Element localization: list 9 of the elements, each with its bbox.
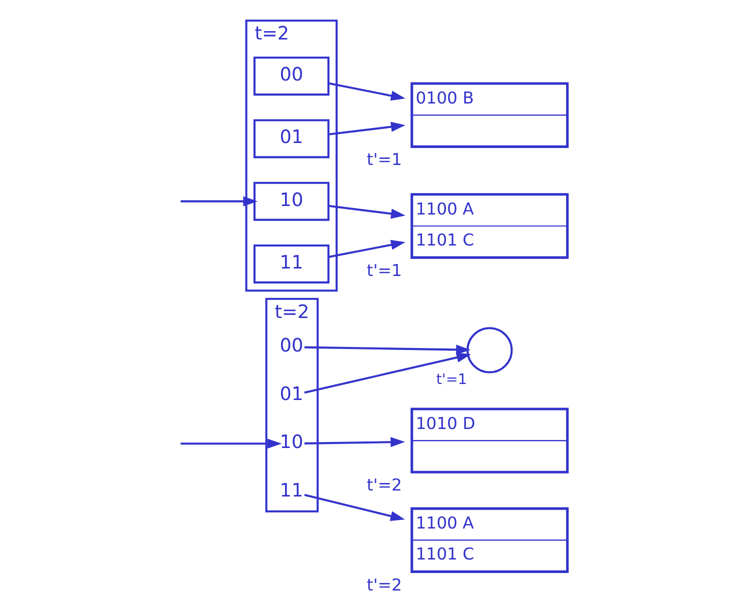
node-label: t'=1	[366, 261, 402, 280]
node-label: t'=1	[436, 372, 468, 388]
node-text: 01	[280, 384, 304, 405]
node-text: 10	[280, 432, 304, 454]
node-label: t'=2	[366, 476, 402, 495]
node-label: t'=2	[366, 575, 402, 594]
node-text: 00	[280, 336, 304, 357]
node-label: t'=1	[366, 150, 402, 170]
node-text: 11	[280, 480, 304, 502]
